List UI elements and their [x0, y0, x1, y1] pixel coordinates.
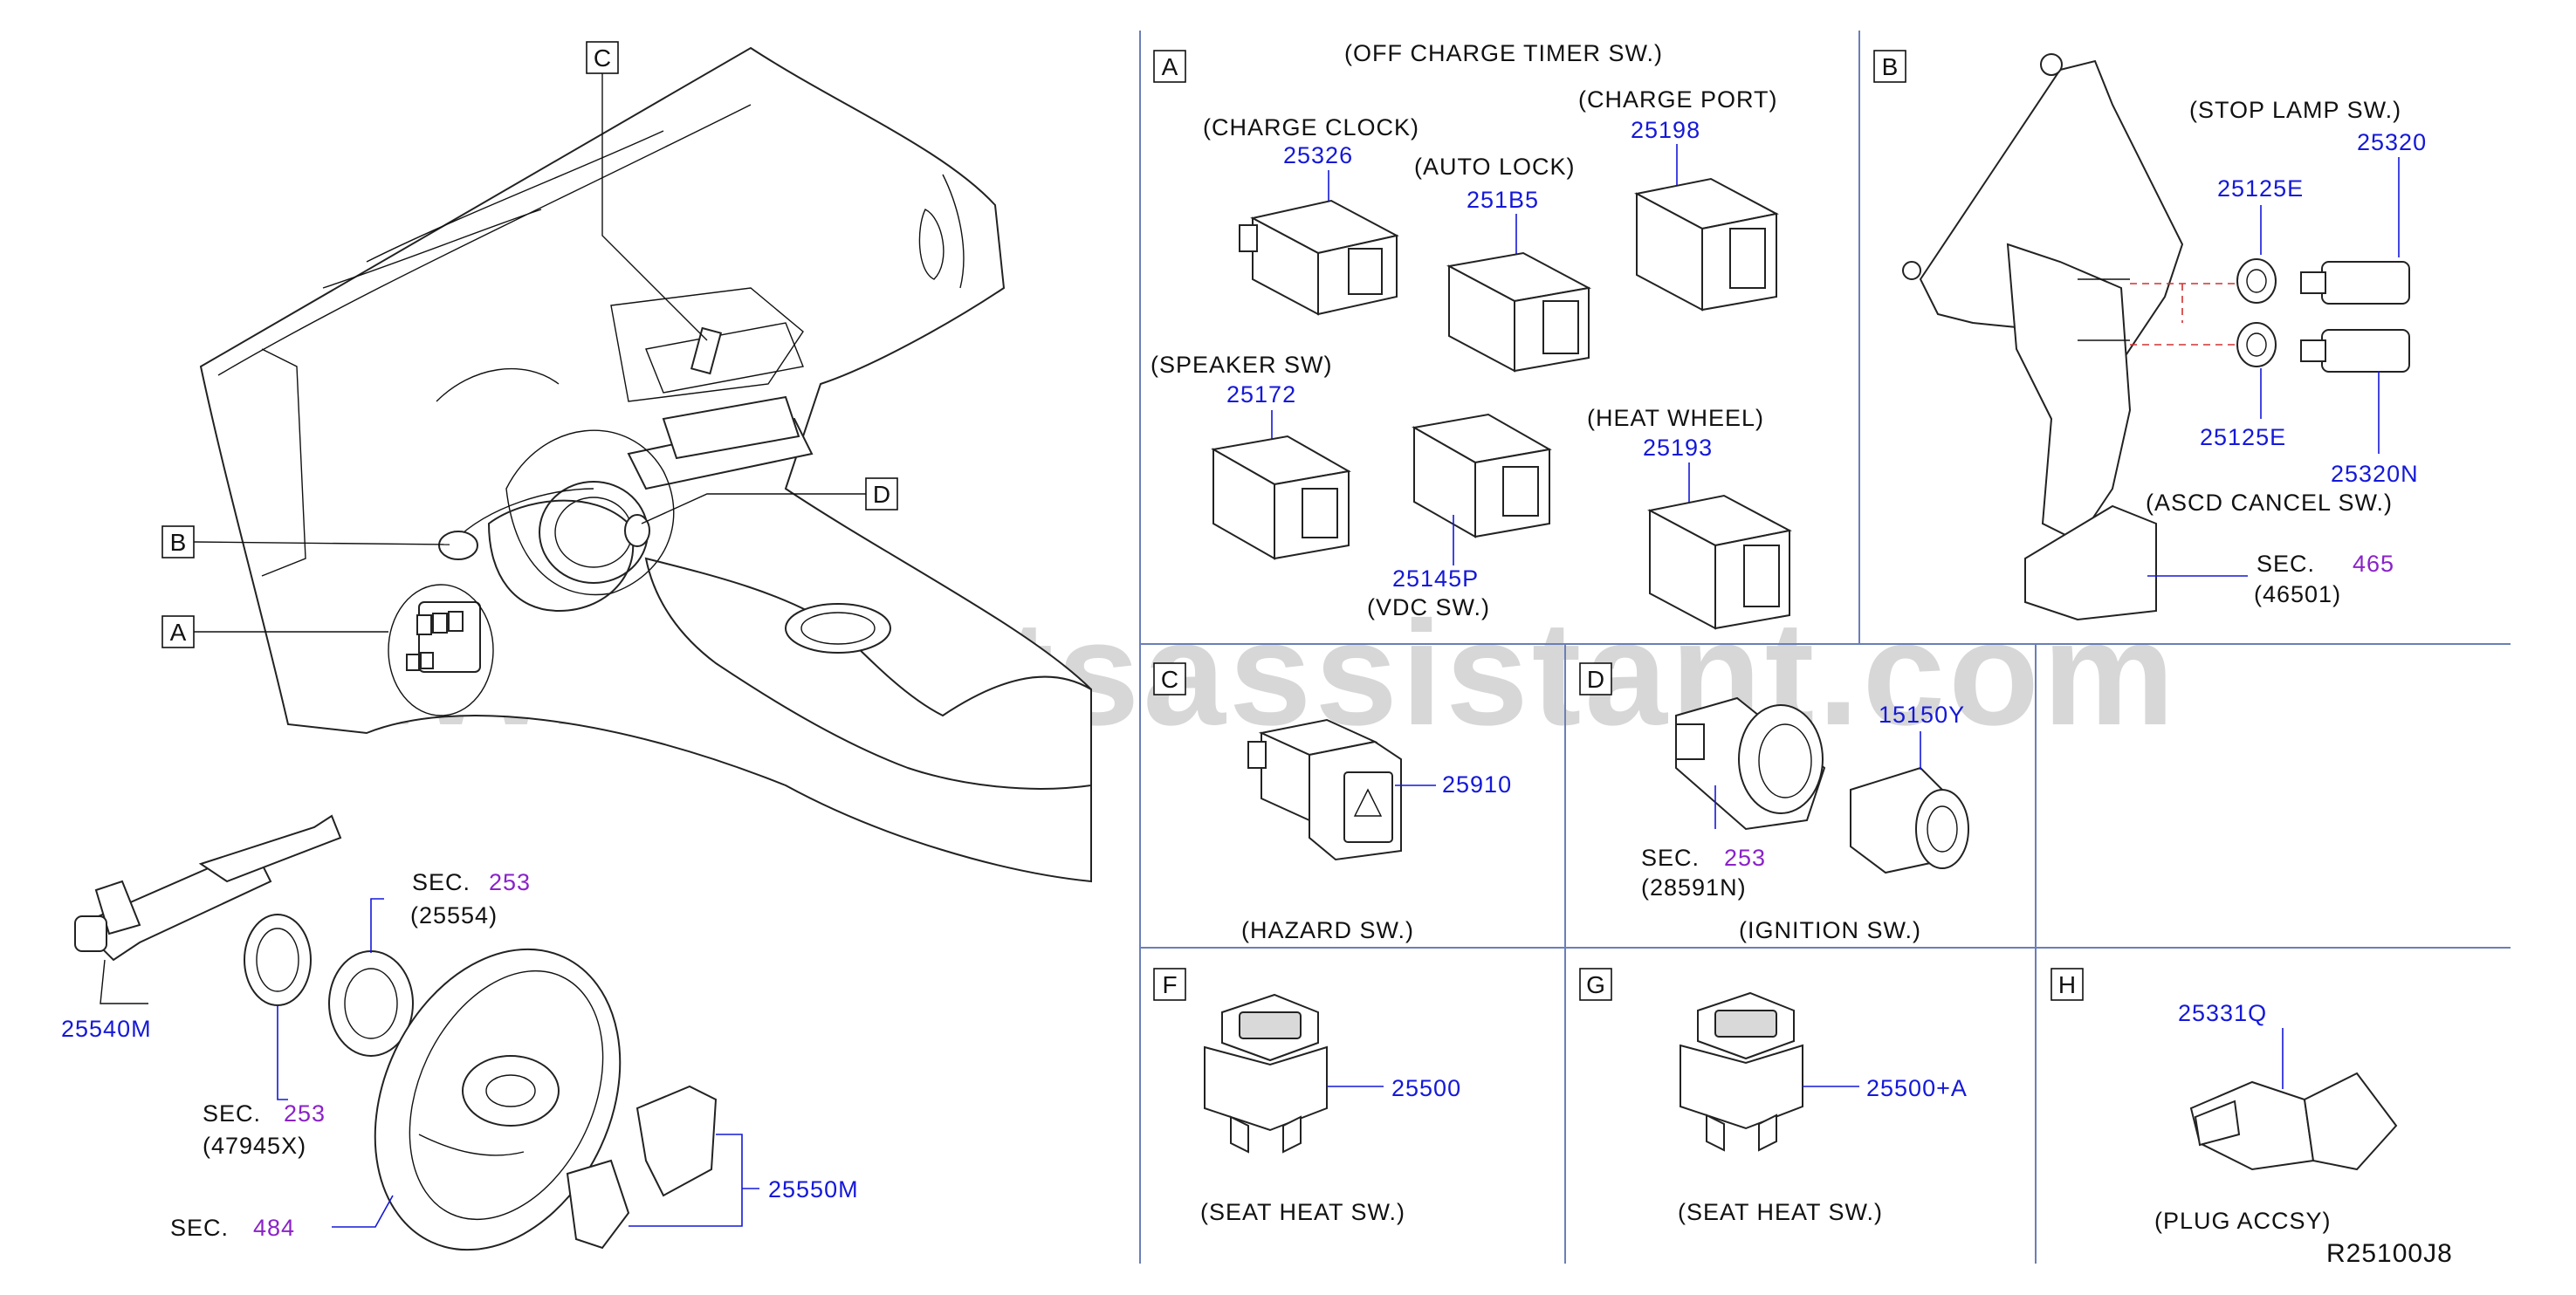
sec-253-ref-a: (25554) — [410, 902, 498, 928]
sec-253-ref-d: (28591N) — [1641, 874, 1747, 901]
part-25500: 25500 — [1391, 1075, 1461, 1101]
sec-253-prefix-d: SEC. — [1641, 845, 1700, 871]
part-25172: 25172 — [1226, 381, 1296, 408]
part-25331q: 25331Q — [2178, 1000, 2267, 1026]
section-g: G 25500+A (SEAT HEAT SW.) — [1579, 968, 1968, 1225]
part-15150y: 15150Y — [1879, 702, 1965, 728]
plug-accsy-label: (PLUG ACCSY) — [2154, 1208, 2332, 1234]
svg-text:D: D — [873, 481, 890, 508]
heat-wheel-switch — [1647, 494, 1792, 630]
heat-wheel-label: (HEAT WHEEL) — [1587, 405, 1764, 431]
sec-253-num-b: 253 — [284, 1100, 326, 1127]
section-f-letter: F — [1162, 971, 1177, 998]
sec-484-num: 484 — [253, 1215, 295, 1241]
sec-465-ref: (46501) — [2254, 581, 2341, 607]
sec-465-num: 465 — [2353, 551, 2394, 577]
svg-text:B: B — [170, 529, 187, 556]
callout-a[interactable]: A — [161, 615, 388, 648]
seat-heat-switch-g — [1680, 991, 1803, 1152]
part-25125e-top: 25125E — [2217, 175, 2304, 202]
vdc-label: (VDC SW.) — [1367, 594, 1490, 620]
callout-d[interactable]: D — [641, 477, 898, 524]
off-charge-timer-label: (OFF CHARGE TIMER SW.) — [1344, 40, 1663, 66]
steering-wheel — [374, 948, 622, 1251]
seat-heat-switch-f — [1204, 993, 1328, 1154]
charge-port-label: (CHARGE PORT) — [1578, 86, 1778, 113]
charge-clock-switch — [1239, 199, 1399, 316]
part-251b5: 251B5 — [1467, 187, 1539, 213]
pedal-assembly — [1902, 53, 2184, 621]
part-25320: 25320 — [2357, 129, 2427, 155]
sec-253-prefix-a: SEC. — [412, 869, 471, 895]
ignition-knob — [1850, 766, 1969, 874]
spiral-cable — [244, 914, 414, 1057]
ignition-label: (IGNITION SW.) — [1739, 917, 1921, 943]
section-c-letter: C — [1161, 666, 1178, 693]
section-h: H 25331Q (PLUG ACCSY) — [2050, 968, 2398, 1234]
speaker-label: (SPEAKER SW) — [1151, 352, 1333, 378]
section-b-letter: B — [1882, 53, 1899, 80]
part-25125e-bottom: 25125E — [2200, 424, 2286, 450]
part-25500-a: 25500+A — [1866, 1075, 1968, 1101]
part-25540m: 25540M — [61, 1016, 152, 1042]
callout-b[interactable]: B — [161, 525, 450, 558]
sec-253-num-d: 253 — [1724, 845, 1766, 871]
section-a-letter: A — [1162, 53, 1178, 80]
part-25550m: 25550M — [768, 1176, 859, 1202]
stop-lamp-switch — [2236, 258, 2410, 305]
speaker-switch — [1211, 435, 1351, 560]
section-c: C 25910 (HAZARD SW.) — [1153, 662, 1512, 943]
seat-heat-label-g: (SEAT HEAT SW.) — [1678, 1199, 1883, 1225]
plug-accessory — [2189, 1072, 2398, 1171]
part-25320n: 25320N — [2331, 461, 2419, 487]
svg-text:A: A — [170, 619, 187, 646]
hazard-switch — [1247, 718, 1402, 861]
part-25910: 25910 — [1442, 771, 1512, 798]
section-d-letter: D — [1587, 666, 1604, 693]
section-a: A (OFF CHARGE TIMER SW.) (CHARGE CLOCK) … — [1151, 40, 1792, 630]
section-h-letter: H — [2058, 971, 2076, 998]
auto-lock-switch — [1446, 251, 1592, 373]
dashboard-switch-cluster — [406, 611, 464, 671]
steering-switch-parts — [566, 1085, 718, 1250]
callout-c[interactable]: C — [586, 41, 708, 341]
sec-253-prefix-b: SEC. — [203, 1100, 261, 1127]
part-25198: 25198 — [1631, 117, 1700, 143]
drawing-number: R25100J8 — [2326, 1239, 2453, 1268]
section-g-letter: G — [1586, 971, 1605, 998]
charge-port-switch — [1634, 177, 1779, 312]
vdc-switch — [1412, 413, 1552, 538]
sec-465-prefix: SEC. — [2257, 551, 2315, 577]
sec-484-prefix: SEC. — [170, 1215, 229, 1241]
svg-text:C: C — [594, 45, 611, 72]
charge-clock-label: (CHARGE CLOCK) — [1203, 114, 1419, 140]
part-25145p: 25145P — [1392, 565, 1479, 592]
stop-lamp-label: (STOP LAMP SW.) — [2189, 97, 2401, 123]
sec-253-ref-b: (47945X) — [203, 1133, 306, 1159]
section-f: F 25500 (SEAT HEAT SW.) — [1153, 968, 1461, 1225]
part-25326: 25326 — [1283, 142, 1353, 168]
section-grid — [1139, 31, 2511, 1264]
hazard-label: (HAZARD SW.) — [1241, 917, 1414, 943]
auto-lock-label: (AUTO LOCK) — [1414, 154, 1576, 180]
ignition-switch — [1675, 696, 1826, 831]
ascd-cancel-label: (ASCD CANCEL SW.) — [2146, 490, 2393, 516]
seat-heat-label-f: (SEAT HEAT SW.) — [1200, 1199, 1405, 1225]
part-25193: 25193 — [1643, 435, 1713, 461]
ascd-cancel-switch — [2236, 322, 2410, 373]
combination-switch — [74, 814, 342, 1004]
dashboard-illustration — [199, 46, 1092, 883]
section-b: B (STOP LAMP SW.) 25320 25125E — [1873, 50, 2427, 621]
section-d: D 15150Y SEC. 253 (28591N) (IGNITION SW.… — [1579, 662, 1969, 943]
sec-253-num-a: 253 — [489, 869, 531, 895]
